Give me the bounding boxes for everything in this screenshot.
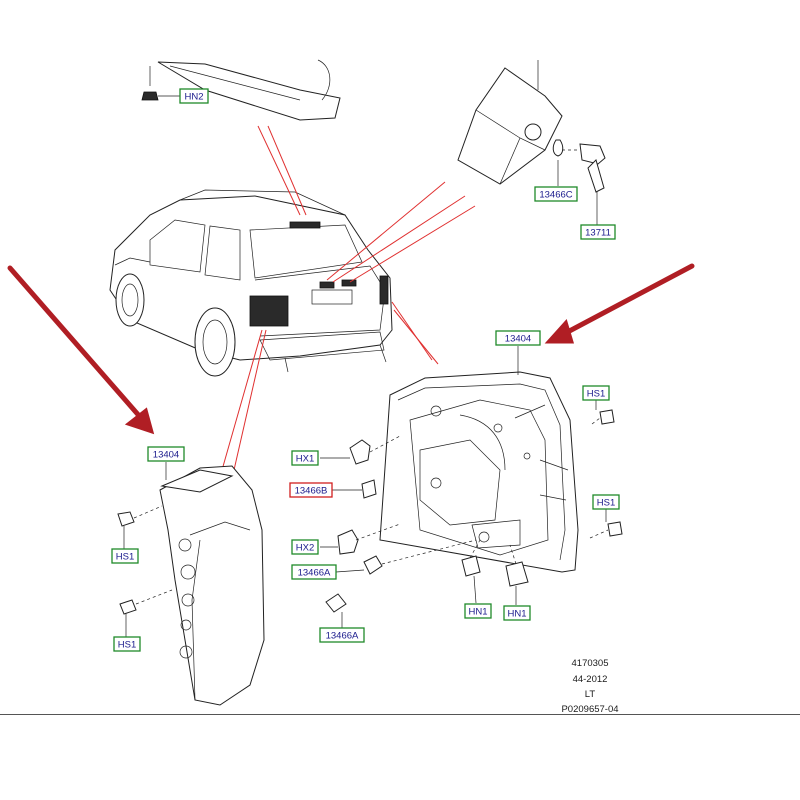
label-13466a-lower: 13466A xyxy=(319,627,365,643)
label-hx2-text: HX2 xyxy=(296,543,314,554)
lamp-holder-assembly xyxy=(457,60,606,225)
label-13466c-text: 13466C xyxy=(539,190,572,201)
label-hn1-left-text: HN1 xyxy=(468,607,487,618)
bottom-rule xyxy=(0,714,800,715)
footer-ref-4: P0209657-04 xyxy=(561,704,619,715)
label-hn1-right-text: HN1 xyxy=(507,609,526,620)
label-hs1-left-lower: HS1 xyxy=(113,636,141,652)
label-13466b-text: 13466B xyxy=(295,486,328,497)
label-13404-right-text: 13404 xyxy=(505,334,531,345)
footer-ref-1: 4170305 xyxy=(571,658,609,669)
label-13711-text: 13711 xyxy=(585,228,611,239)
footer-ref-2: 44-2012 xyxy=(572,674,608,685)
label-13466a-upper: 13466A xyxy=(291,564,337,580)
high-mount-stop-lamp xyxy=(141,59,341,121)
label-hx2: HX2 xyxy=(291,539,319,555)
label-hn1-left: HN1 xyxy=(464,603,492,619)
label-hn2: HN2 xyxy=(179,88,209,104)
label-13466b: 13466B xyxy=(289,482,333,498)
label-hs1-left-upper-text: HS1 xyxy=(116,552,134,563)
label-hs1-mid-right-text: HS1 xyxy=(597,498,615,509)
tail-lamp-right-assembly xyxy=(320,346,623,628)
label-13404-left: 13404 xyxy=(147,446,185,462)
label-13404-left-text: 13404 xyxy=(153,450,179,461)
label-13466a-lower-text: 13466A xyxy=(326,631,359,642)
leader-lines xyxy=(221,125,476,471)
label-hs1-top-right: HS1 xyxy=(582,385,610,401)
label-13466a-upper-text: 13466A xyxy=(298,568,331,579)
left-arrow xyxy=(7,265,155,435)
label-13404-right: 13404 xyxy=(495,330,541,346)
vehicle-rear-view xyxy=(109,189,393,377)
label-13466c: 13466C xyxy=(534,186,578,202)
right-arrow xyxy=(544,263,695,344)
footer-ref-3: LT xyxy=(584,689,596,700)
label-hx1-text: HX1 xyxy=(296,454,314,465)
tail-lamp-left-view xyxy=(117,462,265,706)
label-hx1: HX1 xyxy=(291,450,319,466)
label-hn2-text: HN2 xyxy=(184,92,203,103)
label-hs1-mid-right: HS1 xyxy=(592,494,620,510)
label-hs1-left-lower-text: HS1 xyxy=(118,640,136,651)
label-13711: 13711 xyxy=(580,224,616,240)
label-hn1-right: HN1 xyxy=(503,605,531,621)
label-hs1-left-upper: HS1 xyxy=(111,548,139,564)
highlight-arrows xyxy=(7,263,695,435)
label-hs1-top-right-text: HS1 xyxy=(587,389,605,400)
